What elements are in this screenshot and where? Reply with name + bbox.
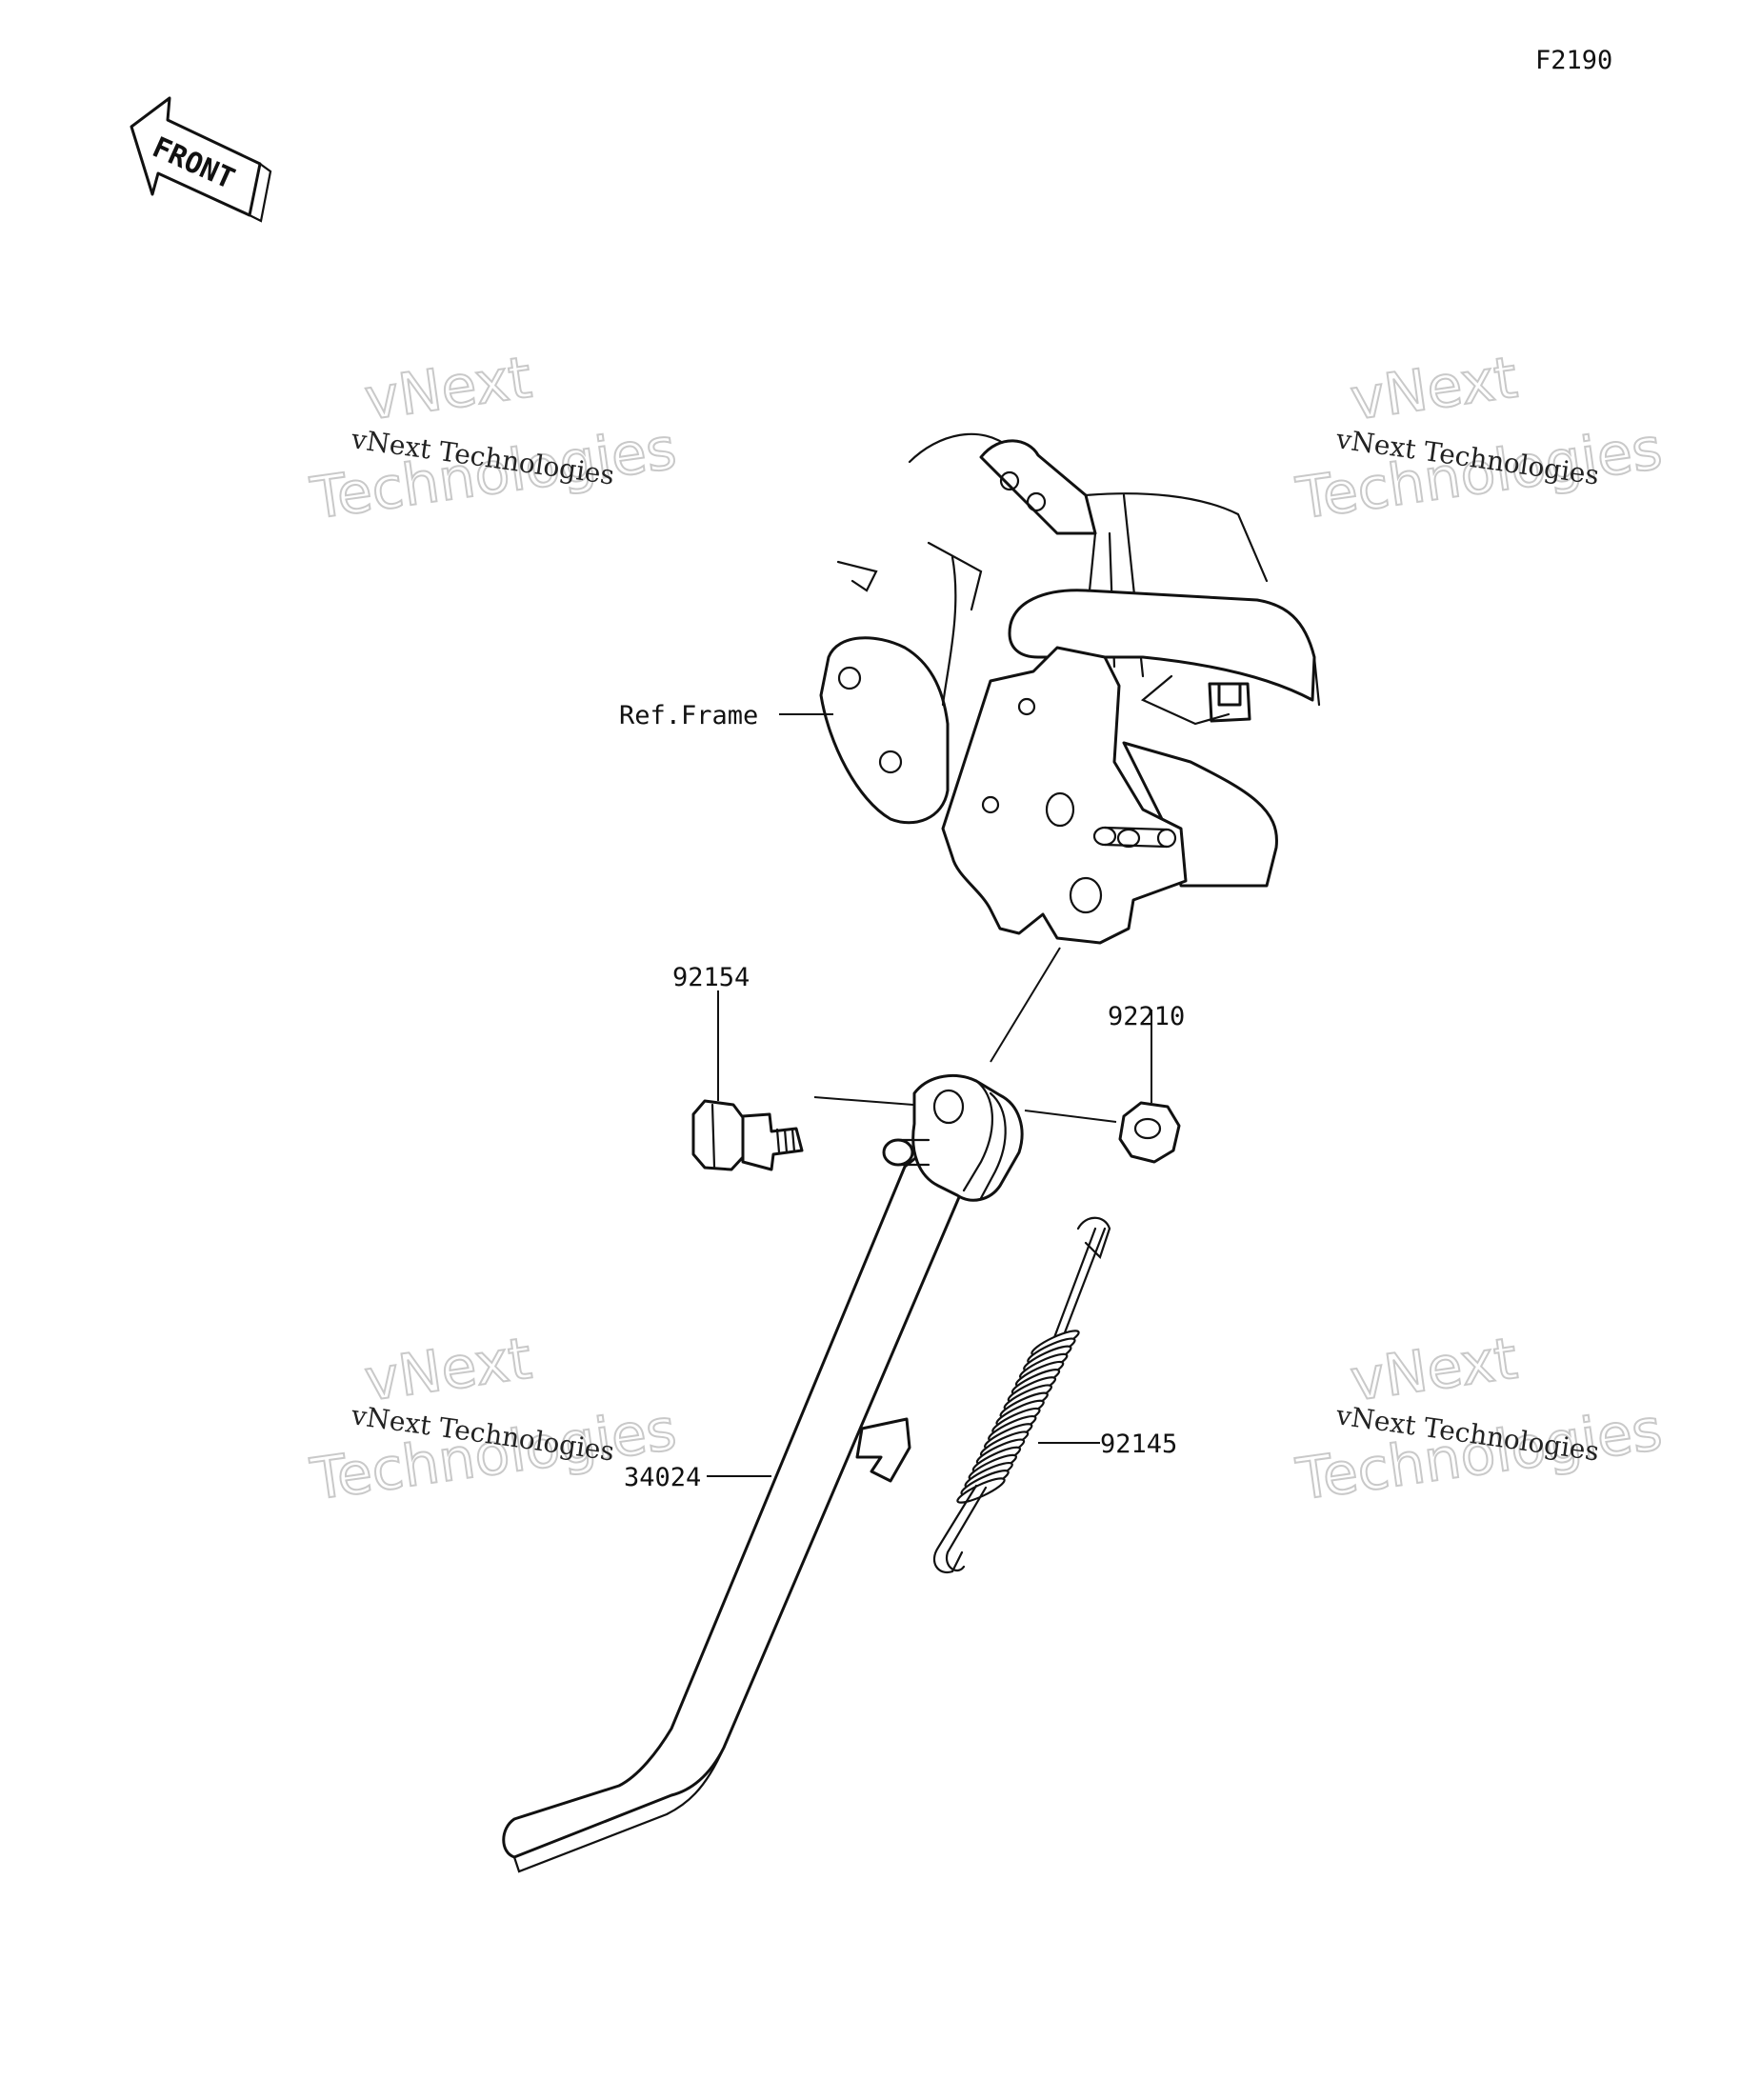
- side-stand-label: 34024: [624, 1463, 701, 1492]
- figure-code: F2190: [1535, 46, 1612, 75]
- side-stand-34024: [502, 1073, 1024, 1873]
- ref-frame-label: Ref.Frame: [619, 701, 758, 730]
- watermark-brand-top: vNext: [361, 1326, 535, 1415]
- ref-frame: [819, 432, 1321, 945]
- spring-92145: [932, 1216, 1111, 1574]
- watermark-brand-top: vNext: [1347, 1326, 1521, 1415]
- watermark-brand-top: vNext: [361, 345, 535, 434]
- nut-label: 92210: [1108, 1002, 1185, 1031]
- spring-label: 92145: [1100, 1430, 1177, 1459]
- nut-92210: [1118, 1101, 1181, 1164]
- watermark-brand-top: vNext: [1347, 345, 1521, 434]
- bolt-label: 92154: [672, 963, 750, 992]
- front-arrow-icon: FRONT: [130, 96, 272, 223]
- bolt-92154: [691, 1099, 804, 1171]
- watermark-top-left: vNext Technologies: [306, 344, 681, 534]
